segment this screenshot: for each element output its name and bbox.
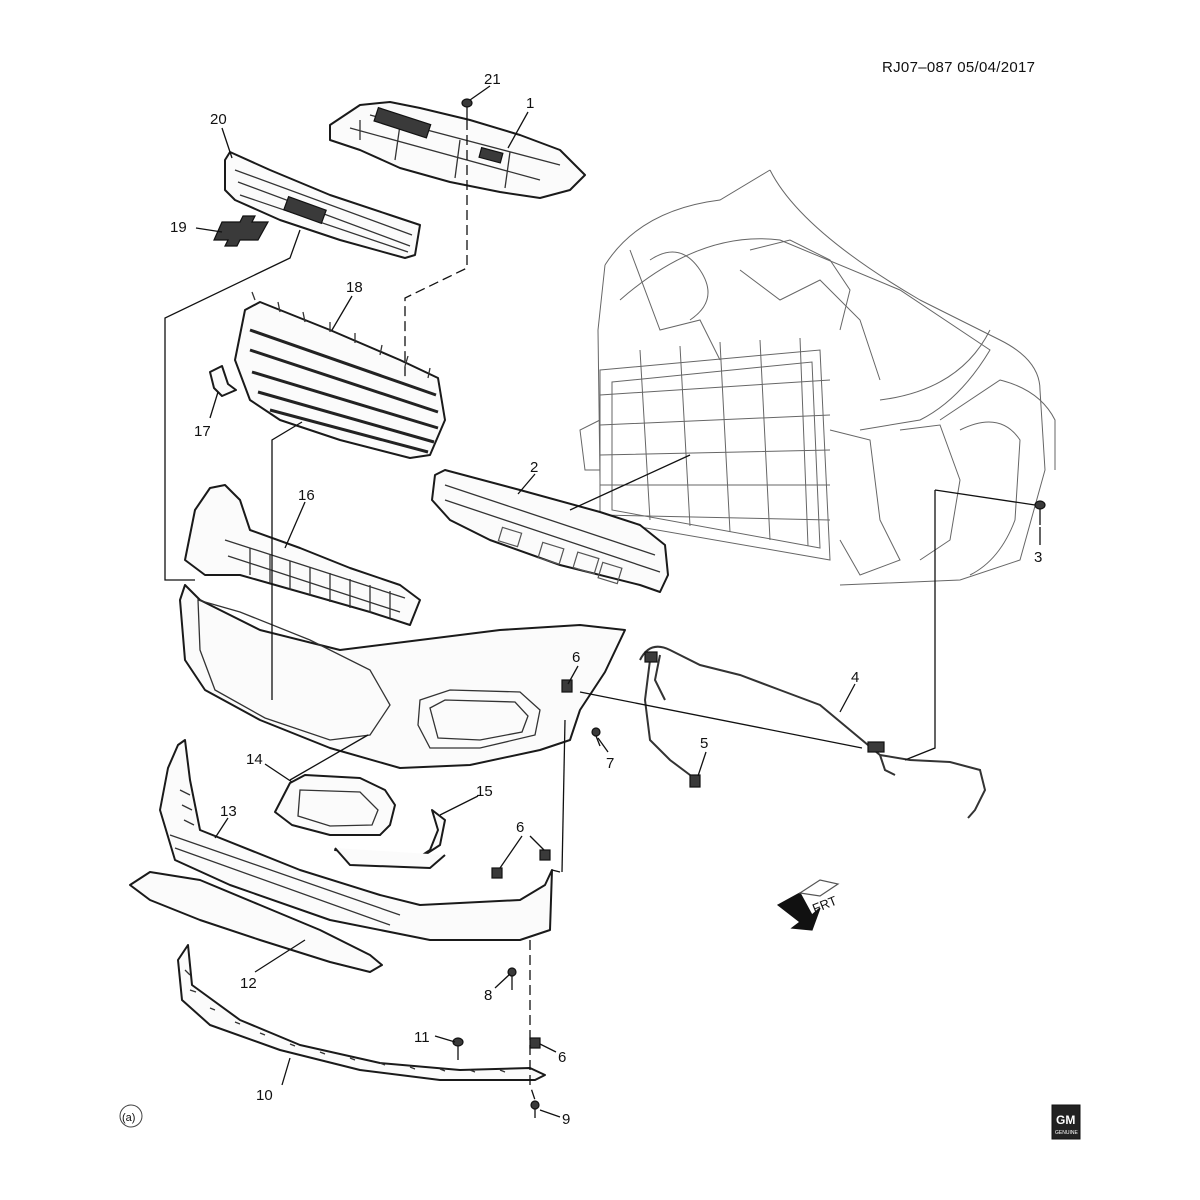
alignment-lines: [164, 120, 1036, 1101]
callout-2: 2: [530, 459, 538, 476]
part-20-upper-grille: [224, 151, 421, 259]
callout-6-upper: 6: [572, 649, 580, 666]
part-12-lower-valance: [129, 871, 383, 973]
callout-7: 7: [606, 755, 614, 772]
fastener-11-pin: [452, 1037, 464, 1060]
callout-17: 17: [194, 423, 211, 440]
fastener-6c-nut: [529, 1037, 541, 1049]
fastener-6b-nut: [491, 867, 503, 879]
callout-16: 16: [298, 487, 315, 504]
callout-18: 18: [346, 279, 363, 296]
callout-5: 5: [700, 735, 708, 752]
front-bumper-fascia: [179, 584, 626, 769]
part-15-trim-strip: [334, 809, 446, 869]
fastener-3-bolt: [1034, 500, 1046, 525]
reference-code: RJ07–087 05/04/2017: [882, 59, 1035, 76]
callout-12: 12: [240, 975, 257, 992]
callout-3: 3: [1034, 549, 1042, 566]
callout-1: 1: [526, 95, 534, 112]
part-1-radiator-cover: [329, 101, 586, 199]
vehicle-front-body: [579, 169, 1056, 586]
badge-line2: GENUINE: [1055, 1130, 1078, 1136]
callout-10: 10: [256, 1087, 273, 1104]
badge-line1: GM: [1056, 1113, 1075, 1127]
callout-20: 20: [210, 111, 227, 128]
part-19-emblem: [213, 215, 270, 247]
fastener-8-screw: [507, 967, 517, 990]
callout-9: 9: [562, 1111, 570, 1128]
callout-4: 4: [851, 669, 859, 686]
callout-21: 21: [484, 71, 501, 88]
corner-mark: (a): [119, 1104, 143, 1128]
callout-15: 15: [476, 783, 493, 800]
corner-mark-label: (a): [122, 1112, 135, 1124]
callout-14: 14: [246, 751, 263, 768]
callout-6-middle: 6: [516, 819, 524, 836]
front-direction-arrow: FRT: [776, 879, 840, 931]
part-18-main-grille: [234, 291, 446, 459]
fasteners: [452, 500, 1046, 1118]
part-14-fog-bezel: [274, 774, 396, 836]
part-10-deflector: [177, 944, 546, 1081]
part-13-lower-grille: [159, 739, 553, 941]
direction-label: FRT: [810, 893, 839, 916]
part-17-clip: [209, 365, 237, 397]
part-21-push-pin: [461, 98, 473, 120]
fastener-7-screw: [591, 727, 601, 747]
fastener-5-clip: [689, 774, 701, 788]
callout-6-lower: 6: [558, 1049, 566, 1066]
callout-19: 19: [170, 219, 187, 236]
callout-13: 13: [220, 803, 237, 820]
part-16-fascia-support: [184, 484, 421, 626]
fastener-6a-nut: [539, 849, 551, 861]
fastener-9-screw: [530, 1100, 540, 1118]
callout-11: 11: [414, 1029, 430, 1046]
callout-labels: 21 1 20 19 18 17 2 16 3 6 4 5 7 14 15 13…: [170, 71, 1042, 1128]
gm-badge: GM GENUINE: [1051, 1104, 1081, 1140]
part-4-wiring-harness: [639, 645, 987, 819]
callout-8: 8: [484, 987, 492, 1004]
part-2-energy-absorber: [431, 469, 669, 593]
callout-leaders: [195, 85, 1041, 1118]
